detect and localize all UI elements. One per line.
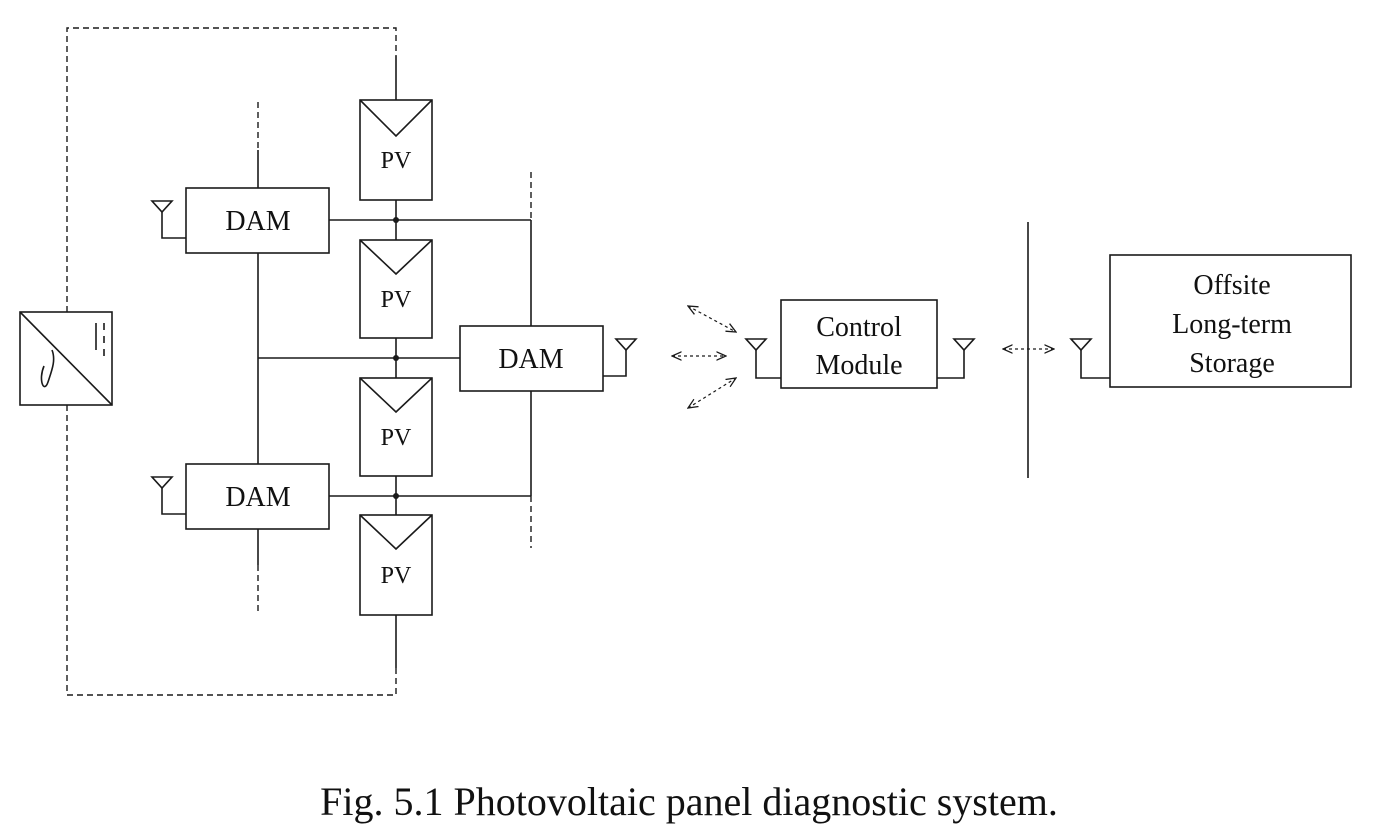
control-module-label-line1: Control bbox=[816, 312, 902, 343]
antenna-icon bbox=[150, 476, 186, 515]
pv-panel-4: PV bbox=[359, 514, 433, 616]
pv-panel-2: PV bbox=[359, 239, 433, 339]
offsite-storage: Offsite Long-term Storage bbox=[1109, 254, 1352, 388]
antenna-icon bbox=[744, 338, 781, 379]
antenna-icon bbox=[150, 200, 186, 239]
pv-panel-label: PV bbox=[381, 287, 412, 313]
storage-label-line1: Offsite bbox=[1193, 270, 1270, 301]
pv-panel-3: PV bbox=[359, 377, 433, 477]
antenna-icon bbox=[603, 338, 638, 377]
storage-label-line2: Long-term bbox=[1172, 309, 1292, 340]
antenna-icon bbox=[1069, 338, 1110, 379]
inverter-icon bbox=[19, 311, 113, 406]
control-module: Control Module bbox=[780, 299, 938, 389]
pv-panel-label: PV bbox=[381, 148, 412, 174]
pv-panel-label: PV bbox=[381, 563, 412, 589]
junction-dots bbox=[393, 217, 399, 499]
antenna-icon bbox=[937, 338, 976, 379]
dam-box-bottom: DAM bbox=[185, 463, 330, 530]
right-bus bbox=[329, 172, 532, 548]
dam-label: DAM bbox=[225, 206, 290, 237]
pv-panel-label: PV bbox=[381, 425, 412, 451]
dam-label: DAM bbox=[498, 344, 563, 375]
dam-box-middle: DAM bbox=[459, 325, 604, 392]
left-bus bbox=[257, 102, 460, 615]
dam-label: DAM bbox=[225, 482, 290, 513]
figure-caption: Fig. 5.1 Photovoltaic panel diagnostic s… bbox=[320, 779, 1058, 824]
dam-box-top: DAM bbox=[185, 187, 330, 254]
storage-label-line3: Storage bbox=[1189, 348, 1275, 379]
control-module-label-line2: Module bbox=[815, 350, 902, 381]
pv-panel-1: PV bbox=[359, 99, 433, 201]
dashed-loop bbox=[66, 27, 397, 696]
